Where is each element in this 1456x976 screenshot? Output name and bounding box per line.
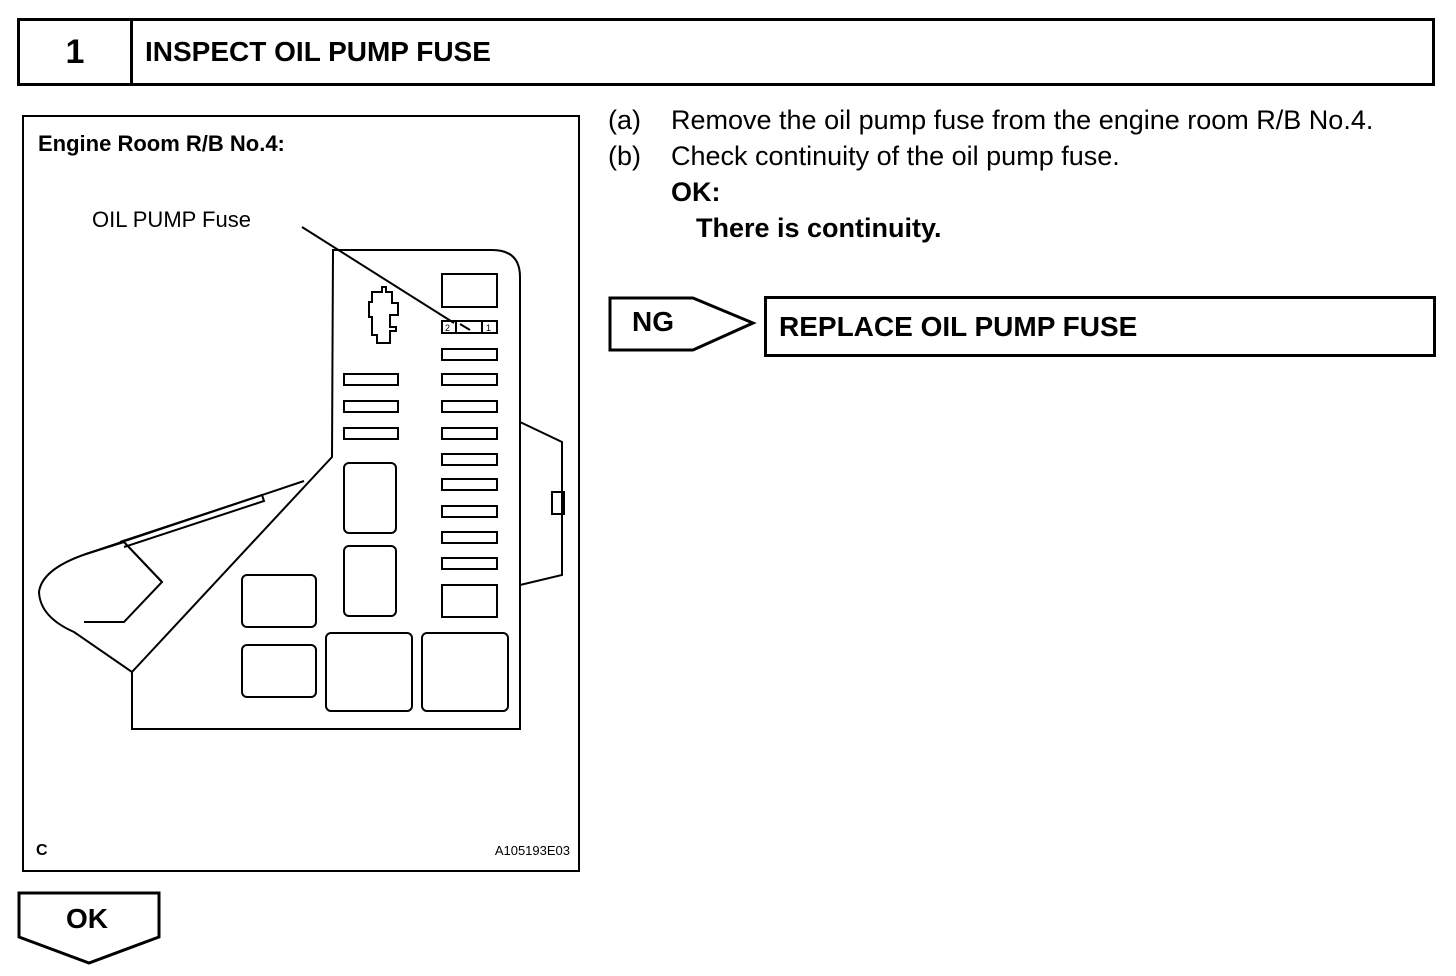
step-letter: (a) [608,105,641,135]
step-text: Remove the oil pump fuse from the engine… [671,105,1374,135]
ok-criteria-label: OK: [671,177,721,207]
relay-block-outline [131,249,521,730]
step-letter: (b) [608,141,641,171]
ng-arrow [608,296,757,352]
procedure-step: (a) Remove the oil pump fuse from the en… [608,102,1428,138]
procedure-step: (b) Check continuity of the oil pump fus… [608,138,1428,174]
ng-label: NG [632,306,674,337]
step-text: Check continuity of the oil pump fuse. [671,141,1120,171]
oil-pump-fuse-callout: OIL PUMP Fuse [92,207,251,232]
terminal-2-label: 2 [445,323,450,333]
side-connector [519,421,563,586]
connector-tab [551,491,565,515]
terminal-1-label: 1 [486,323,491,333]
ok-arrow-label: OK [66,903,108,934]
figure-code: A105193E03 [494,843,570,858]
diagram-title: Engine Room R/B No.4: [38,131,285,156]
relay-connector-icon [368,286,399,344]
relay-block-drawing: 2 1 [37,226,565,730]
ok-criteria-text: There is continuity. [696,213,942,243]
procedure-text: (a) Remove the oil pump fuse from the en… [608,102,1428,246]
callout-leader [301,226,455,324]
fuse-diagram: Engine Room R/B No.4: [22,115,580,872]
step-title: INSPECT OIL PUMP FUSE [145,36,491,67]
cable-bracket [37,480,305,673]
ng-action-box: REPLACE OIL PUMP FUSE [764,296,1436,357]
oil-pump-fuse-slot [441,320,498,334]
step-header: 1 INSPECT OIL PUMP FUSE [17,18,1435,86]
step-number: 1 [20,21,133,83]
ok-arrow [17,891,161,965]
figure-corner-label: C [36,842,48,859]
